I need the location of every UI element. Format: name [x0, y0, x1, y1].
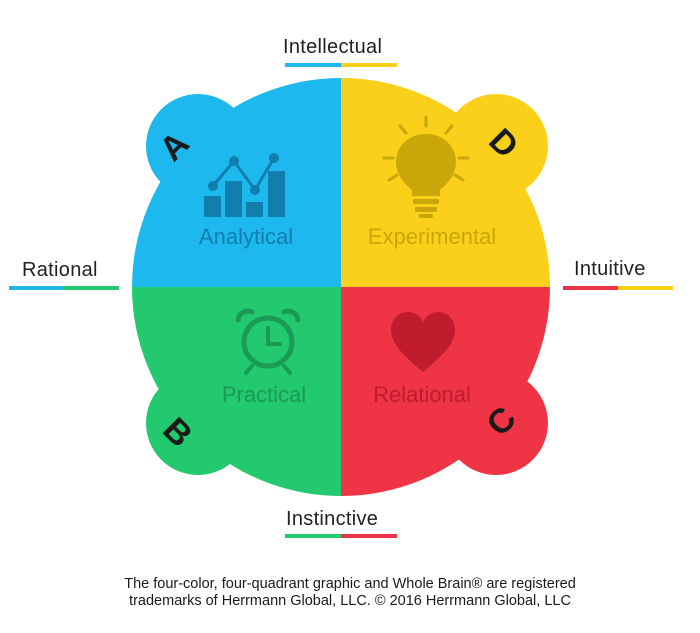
top-axis-bar-right — [341, 63, 397, 67]
bottom-axis-bar-left — [285, 534, 341, 538]
right-axis-bar-left — [563, 286, 618, 290]
left-axis-bar-right — [64, 286, 119, 290]
four-quadrant-circle: A D B C — [132, 78, 550, 496]
footer-line-2: trademarks of Herrmann Global, LLC. © 20… — [129, 593, 571, 609]
quadrant-a-label: Analytical — [199, 224, 293, 249]
quadrant-d-bump — [444, 94, 548, 198]
footer-line-1: The four-color, four-quadrant graphic an… — [124, 576, 576, 592]
top-axis-bar-left — [285, 63, 341, 67]
left-axis-label: Rational — [22, 259, 98, 281]
bottom-axis-bar-right — [341, 534, 397, 538]
quadrant-c-bump — [444, 371, 548, 475]
lightbulb-icon — [382, 115, 470, 218]
bottom-axis-label: Instinctive — [286, 508, 379, 530]
right-axis-bar — [563, 286, 673, 290]
heart-icon — [391, 312, 455, 372]
top-axis-label: Intellectual — [283, 36, 383, 58]
bottom-axis-bar — [285, 534, 397, 538]
bar-line-chart-icon — [204, 153, 285, 217]
quadrant-b-bump — [146, 371, 250, 475]
right-axis-bar-right — [618, 286, 673, 290]
trademark-footer: The four-color, four-quadrant graphic an… — [0, 576, 700, 610]
left-axis-bar-left — [9, 286, 64, 290]
left-axis-bar — [9, 286, 119, 290]
quadrant-c-label: Relational — [373, 382, 471, 407]
alarm-clock-icon — [235, 308, 301, 375]
quadrant-b-label: Practical — [222, 382, 306, 407]
quadrant-d-label: Experimental — [368, 224, 496, 249]
quadrant-b — [132, 287, 341, 496]
right-axis-label: Intuitive — [574, 258, 646, 280]
top-axis-bar — [285, 63, 397, 67]
